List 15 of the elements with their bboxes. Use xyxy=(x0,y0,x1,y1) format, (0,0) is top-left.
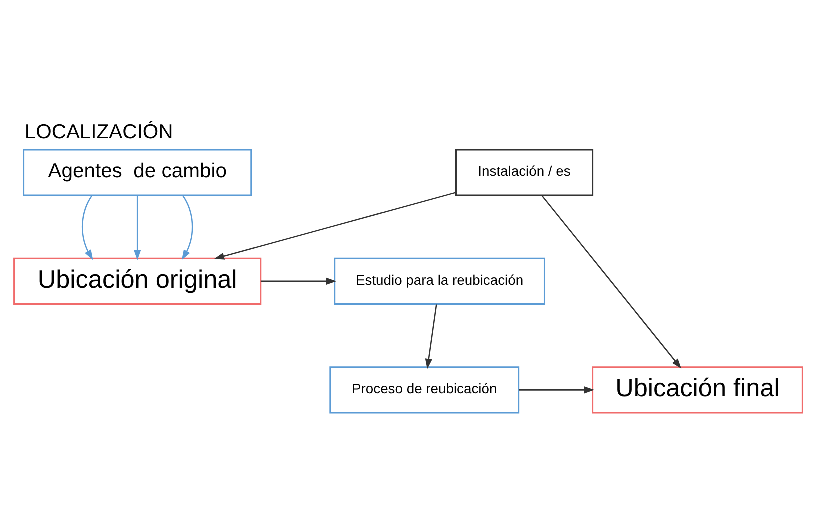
arrow xyxy=(214,192,456,260)
node-box: Proceso de reubicación xyxy=(330,366,520,414)
arrow xyxy=(182,195,194,260)
node-box: Agentes de cambio xyxy=(23,148,252,196)
node-box: Estudio para la reubicación xyxy=(334,257,546,304)
arrow xyxy=(542,194,682,368)
arrow xyxy=(134,195,142,260)
diagram-title: LOCALIZACIÓN xyxy=(24,120,174,143)
arrow xyxy=(425,304,438,369)
arrow xyxy=(82,195,94,260)
arrow xyxy=(260,277,337,284)
arrow xyxy=(519,386,595,394)
node-box: Instalación / es xyxy=(455,148,594,196)
node-box: Ubicación original xyxy=(14,257,262,304)
node-box: Ubicación final xyxy=(592,366,804,414)
